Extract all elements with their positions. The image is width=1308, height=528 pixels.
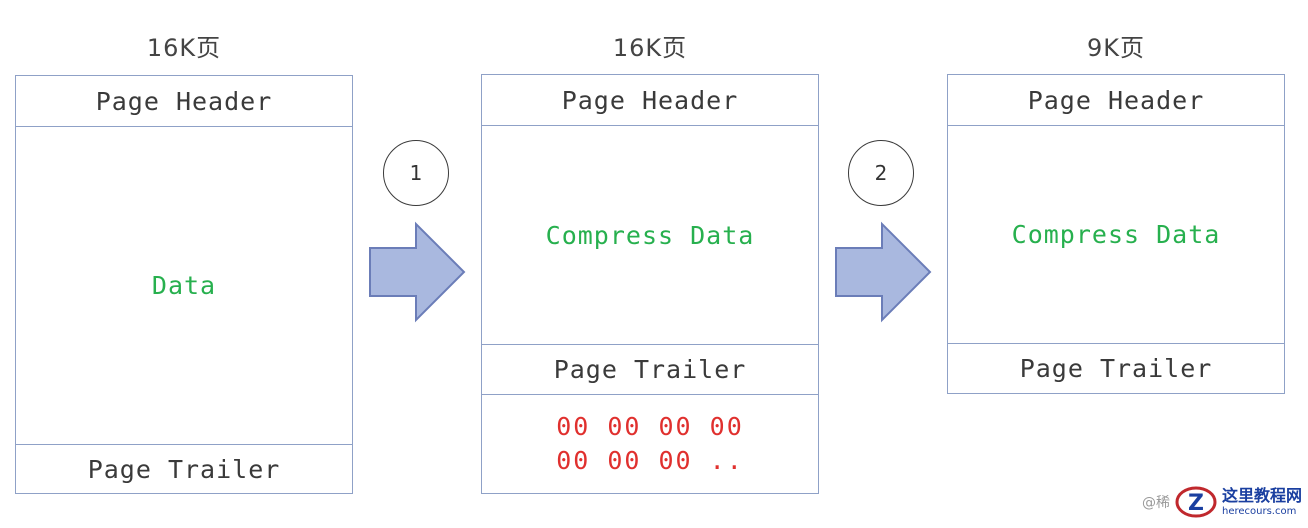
watermark-url: herecours.com [1221, 505, 1297, 517]
page-2-trailer: Page Trailer [482, 344, 818, 394]
padding-line-2: 00 00 00 .. [556, 446, 744, 475]
step-2-arrow-icon [835, 221, 932, 323]
page-1-trailer: Page Trailer [16, 444, 352, 493]
padding-line-1: 00 00 00 00 [556, 412, 744, 441]
page-2: Page Header Compress Data Page Trailer 0… [481, 74, 819, 494]
page-3-compress-data: Compress Data [948, 125, 1284, 343]
page-1: Page Header Data Page Trailer [15, 75, 353, 494]
step-2-badge: 2 [848, 140, 914, 206]
page-1-header: Page Header [95, 86, 273, 116]
page-3-title: 9K页 [1086, 34, 1145, 62]
watermark-prefix: @稀 [1141, 495, 1170, 511]
page-1-title: 16K页 [146, 34, 222, 62]
page-3-trailer: Page Trailer [948, 343, 1284, 393]
svg-text:Z: Z [1188, 491, 1204, 516]
page-3-header: Page Header [1027, 85, 1205, 115]
watermark-logo-icon: Z [1175, 486, 1217, 518]
page-2-zero-padding: 00 00 00 00 00 00 00 .. [482, 394, 818, 493]
page-2-title: 16K页 [612, 34, 688, 62]
step-1-arrow-icon [369, 221, 466, 323]
watermark-site-name: 这里教程网 [1221, 485, 1302, 505]
step-1-badge: 1 [383, 140, 449, 206]
page-1-data: Data [16, 126, 352, 444]
page-2-compress-data: Compress Data [482, 125, 818, 344]
page-3: Page Header Compress Data Page Trailer [947, 74, 1285, 394]
page-2-header: Page Header [561, 85, 739, 115]
watermark: @稀 Z 这里教程网 herecours.com [1142, 482, 1302, 522]
